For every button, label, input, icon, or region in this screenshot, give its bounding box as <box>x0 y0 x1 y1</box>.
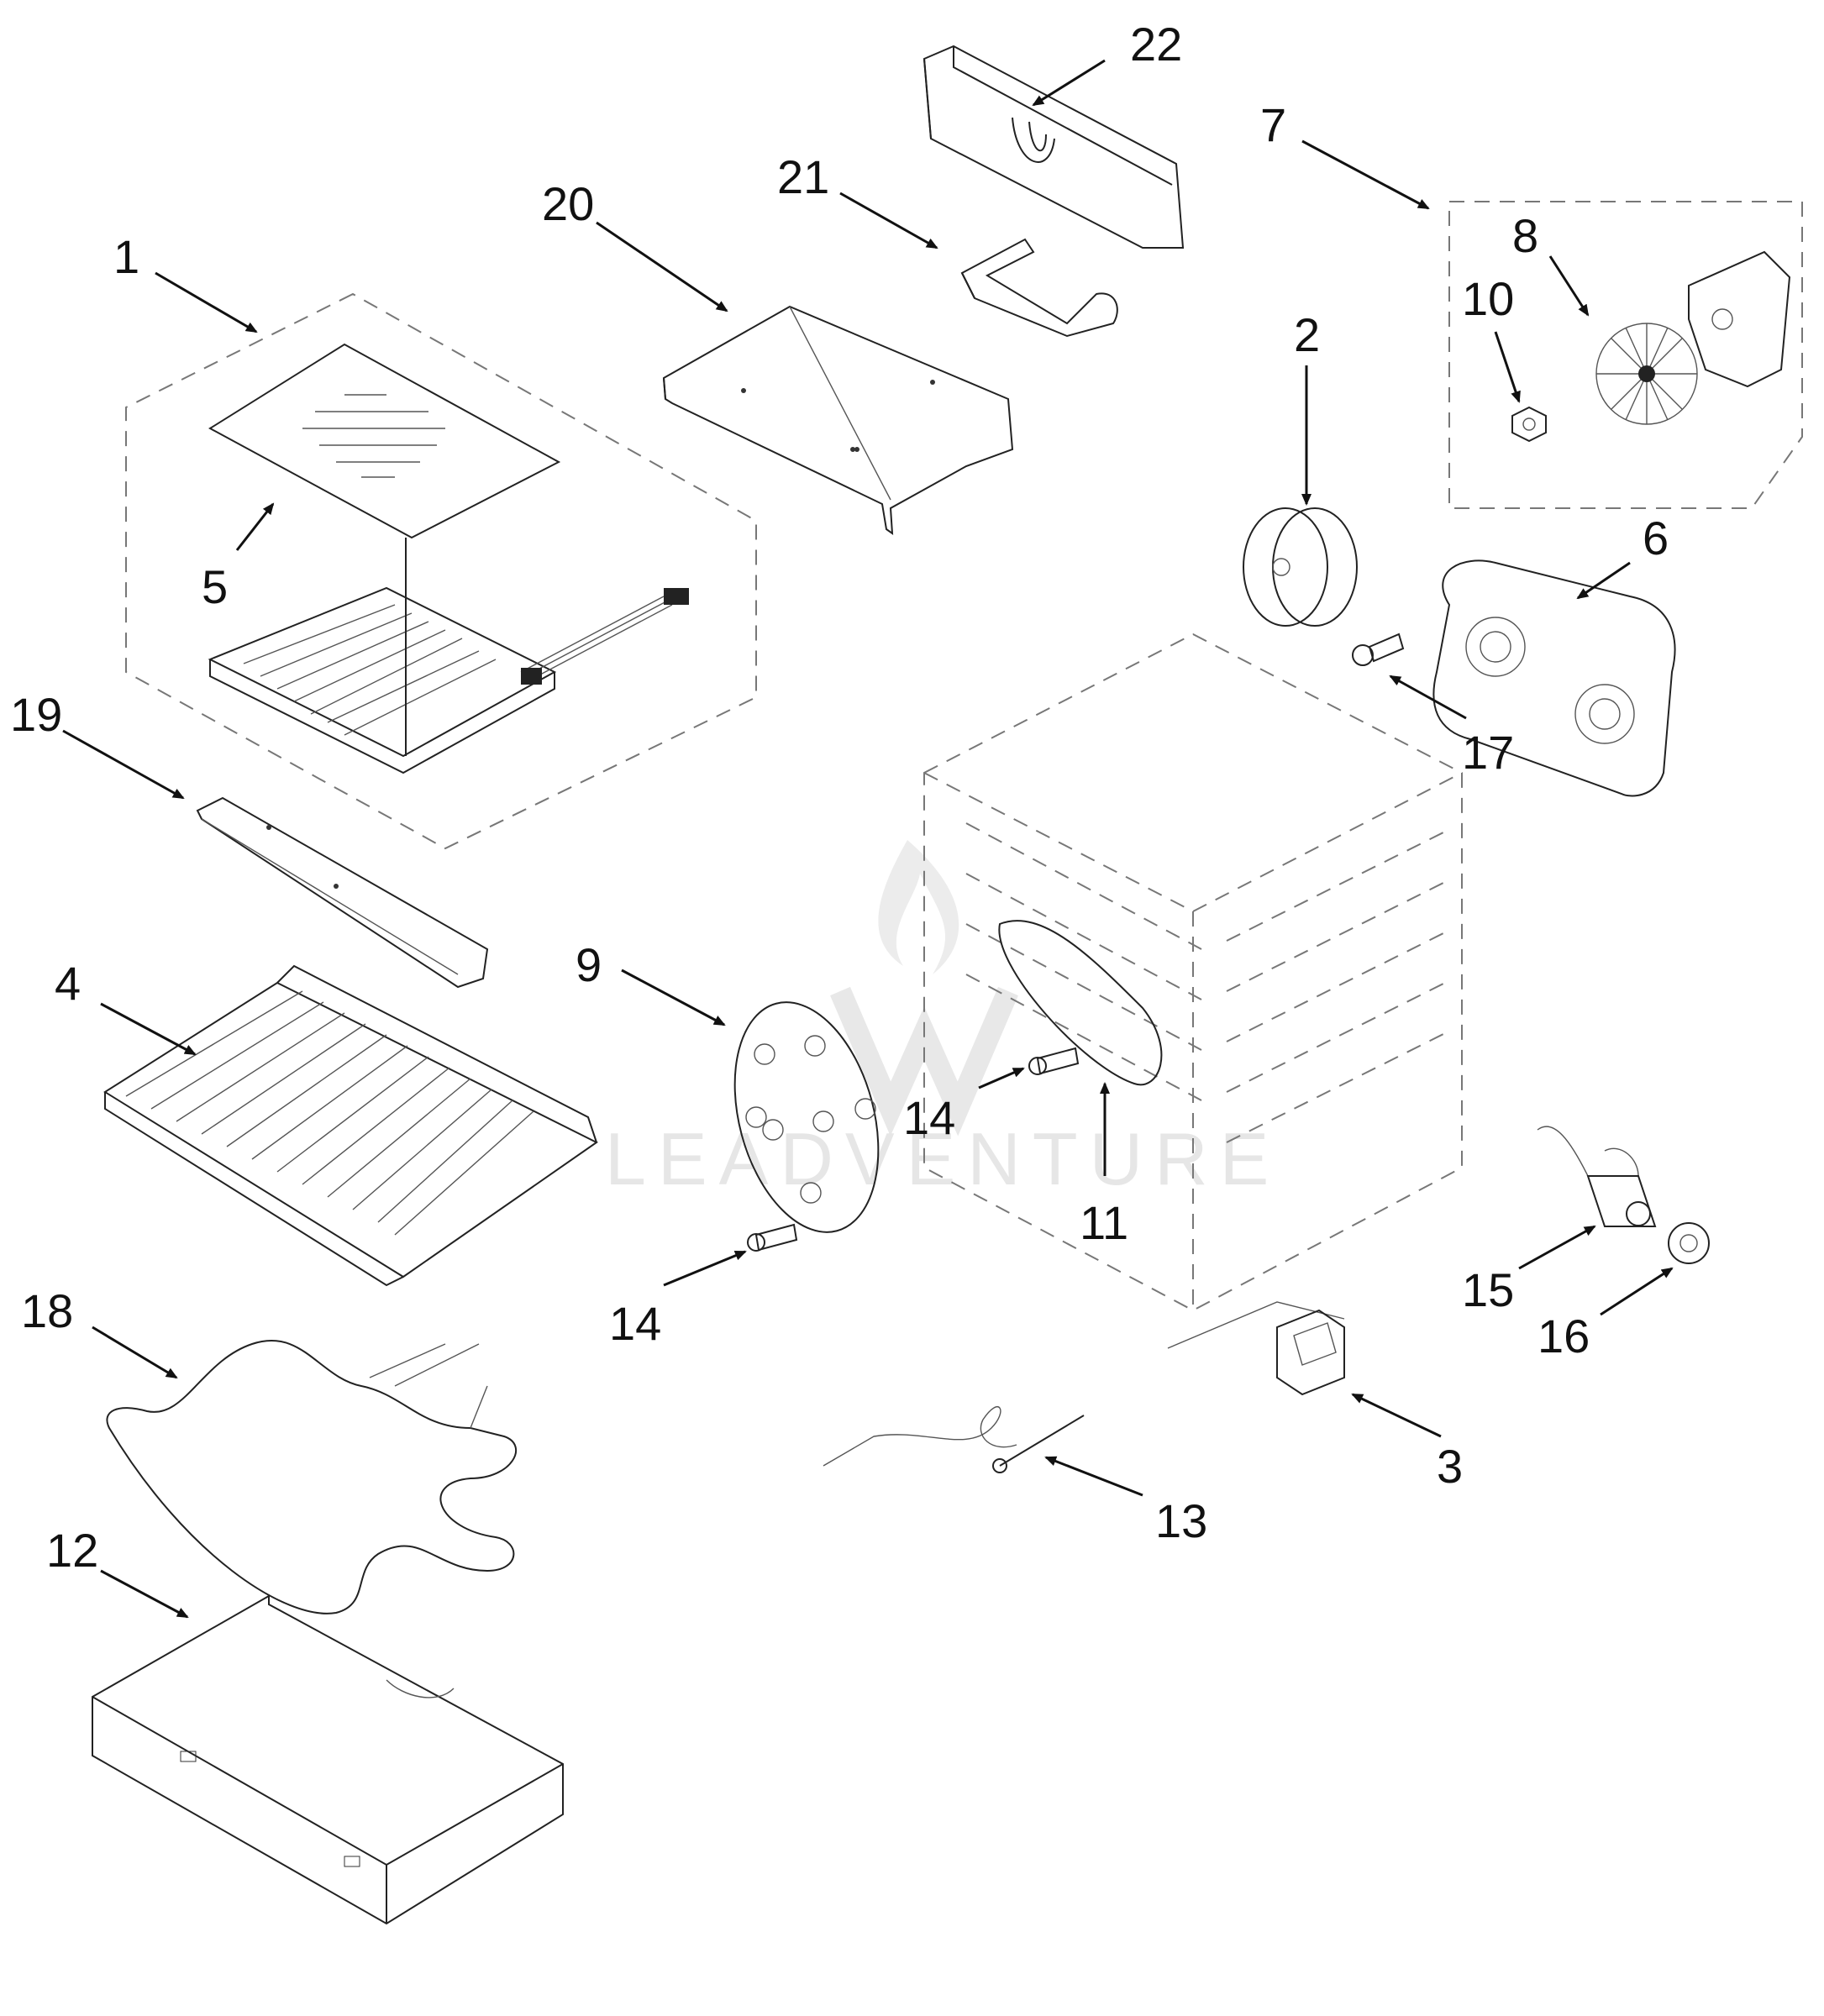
part-7-motor <box>1688 250 1791 388</box>
part-14-screw-upper <box>1028 1047 1080 1075</box>
part-11-convection-element <box>998 920 1163 1086</box>
part-9-convection-cover-plate <box>733 1001 880 1233</box>
callout-15: 15 <box>1462 1263 1514 1316</box>
part-19-strip <box>196 796 489 989</box>
callout-8: 8 <box>1512 209 1538 262</box>
part-16-nut <box>1668 1222 1710 1264</box>
callout-20: 20 <box>542 177 594 230</box>
watermark: LEADVENTURE <box>605 840 1280 1200</box>
part-15-solenoid <box>1537 1126 1657 1227</box>
part-21-bracket <box>960 238 1118 338</box>
part-13-meat-probe <box>823 1406 1085 1473</box>
part-12-bottom-tray <box>92 1594 564 1925</box>
part-17-screw <box>1352 633 1405 666</box>
callout-labels: 22 21 20 7 8 10 2 6 17 1 5 19 4 9 14 11 … <box>10 18 1669 1577</box>
part-1-assembly-outline <box>125 292 757 850</box>
callout-2: 2 <box>1294 308 1320 361</box>
callout-11: 11 <box>1080 1196 1128 1249</box>
callout-21: 21 <box>777 150 829 203</box>
part-10-nut <box>1511 406 1547 443</box>
callout-18: 18 <box>21 1284 73 1337</box>
part-7-motor-assembly-outline <box>1448 201 1803 509</box>
part-1-bake-element-tray <box>208 538 689 774</box>
part-22-duct-trough <box>923 45 1185 249</box>
callout-1: 1 <box>113 230 139 283</box>
part-3-sensor-box <box>1167 1301 1345 1396</box>
part-5-insulation-pad <box>208 343 561 539</box>
part-8-fan-blade <box>1595 323 1698 425</box>
callout-17: 17 <box>1462 726 1514 779</box>
callout-12: 12 <box>46 1524 98 1577</box>
callout-10: 10 <box>1462 272 1514 325</box>
part-2-fan-baffle <box>1243 507 1358 627</box>
callout-arrows <box>62 59 1674 1619</box>
callout-4: 4 <box>55 957 81 1010</box>
part-6-rear-cover <box>1432 559 1676 797</box>
callout-16: 16 <box>1538 1310 1590 1362</box>
callout-3: 3 <box>1437 1440 1463 1493</box>
callout-19: 19 <box>10 688 62 741</box>
callout-13: 13 <box>1155 1494 1207 1547</box>
callout-7: 7 <box>1260 98 1286 151</box>
callout-14-upper: 14 <box>903 1091 955 1144</box>
part-18-broil-element <box>106 1339 518 1614</box>
callout-14-lower: 14 <box>609 1297 661 1350</box>
oven-cavity <box>923 633 1463 1312</box>
part-20-top-panel <box>662 305 1014 536</box>
callout-6: 6 <box>1643 512 1669 564</box>
callout-9: 9 <box>576 938 602 991</box>
part-14-screw-lower <box>747 1223 798 1252</box>
callout-5: 5 <box>202 560 228 613</box>
part-4-oven-rack <box>103 964 598 1287</box>
callout-22: 22 <box>1130 18 1182 71</box>
watermark-text: LEADVENTURE <box>605 1117 1280 1200</box>
